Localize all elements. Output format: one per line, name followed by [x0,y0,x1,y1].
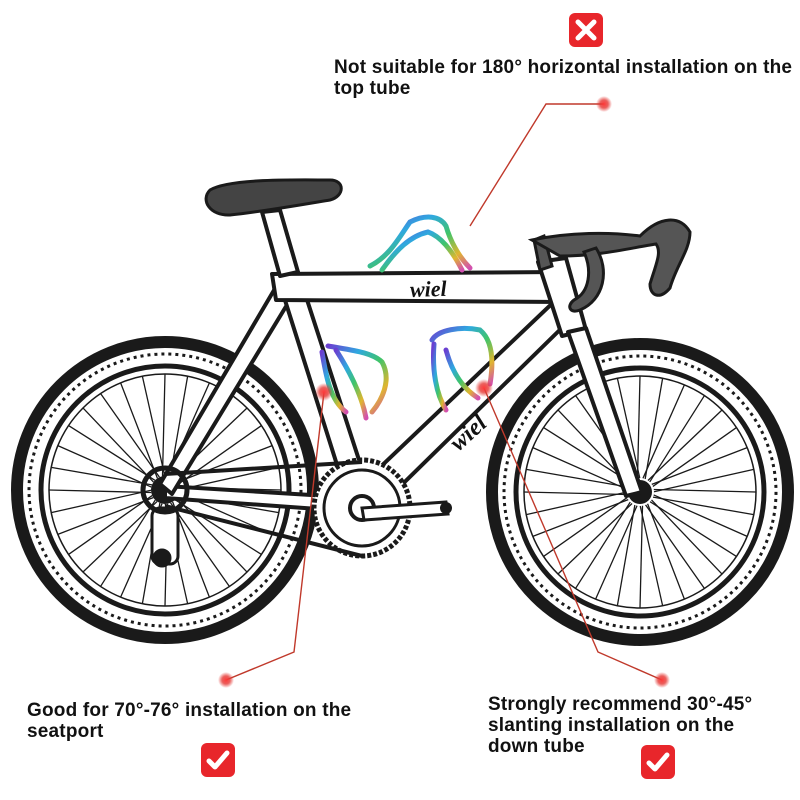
front-wheel-spokes [523,375,757,609]
rear-derailleur [150,506,180,568]
wheel-spoke [82,501,158,573]
wheel-spoke [526,491,627,516]
wheel-spoke [644,378,664,480]
wheel-spoke [543,427,631,483]
wheel-spoke [523,491,627,496]
wheel-spoke [647,409,723,481]
wheel-spoke [653,494,748,537]
wheel-spoke [174,499,262,555]
wheel-spoke [645,504,705,589]
wheel-spoke [170,502,230,587]
wheel-spoke [48,489,152,494]
wheel-spoke [646,503,685,600]
wheel-spoke [651,499,723,575]
wheel-spoke [176,445,273,484]
bike-frame [158,208,644,514]
wheel-spoke [642,384,685,479]
wheel-spoke [57,496,154,535]
wheel-spoke [526,468,628,488]
saddle [204,178,343,217]
top-tube-callout: Not suitable for 180° horizontal install… [334,57,793,99]
pointer-dots [218,96,670,688]
chain [164,460,363,558]
chainring [311,457,452,559]
wheel-spoke [639,505,644,609]
wheel-spoke [653,468,754,493]
wheel-spoke [557,503,633,575]
wheel-spoke [532,447,627,490]
red-cross-icon [569,13,603,47]
wheel-spoke [532,498,629,537]
rear-cassette [140,465,190,515]
wheel-spoke [141,376,166,477]
wheel-spoke [177,425,262,485]
bottle-cage-down-tube [429,325,495,413]
wheel-spoke [575,501,631,589]
wheel-spoke [653,488,757,493]
wheel-spoke [68,495,153,555]
wheel-spoke [82,407,154,483]
wheel-spoke [651,447,748,486]
wheel-spoke [616,378,641,479]
wheel-spoke [100,393,160,478]
wheel-spoke [616,504,636,606]
wheel-spoke [639,505,664,606]
red-checkmark-icon [641,745,675,779]
bottle-cage-top-tube [367,214,473,273]
wheel-spoke [68,425,156,481]
wheel-spoke [636,375,641,479]
wheel-spoke [100,499,156,587]
wheel-spoke [161,373,166,477]
pointer-lines [225,103,663,681]
wheel-spoke [543,497,628,557]
red-checkmark-icon [201,743,235,777]
wheel-spoke [652,496,754,516]
wheel-spoke [57,445,152,488]
top-tube-decal: wiel [410,276,448,302]
front-wheel [486,338,794,646]
handlebar [527,218,692,313]
wheel-spoke [595,505,638,600]
wheel-spoke [51,489,152,514]
seatpost-callout: Good for 70°-76° installation on the sea… [27,700,352,742]
wheel-spoke [51,466,153,486]
wheel-spoke [649,501,737,557]
wheel-spoke [649,395,705,483]
wheel-spoke [652,427,737,487]
down-tube-callout: Strongly recommend 30°-45° slanting inst… [488,694,753,757]
wheel-spoke [120,382,159,479]
